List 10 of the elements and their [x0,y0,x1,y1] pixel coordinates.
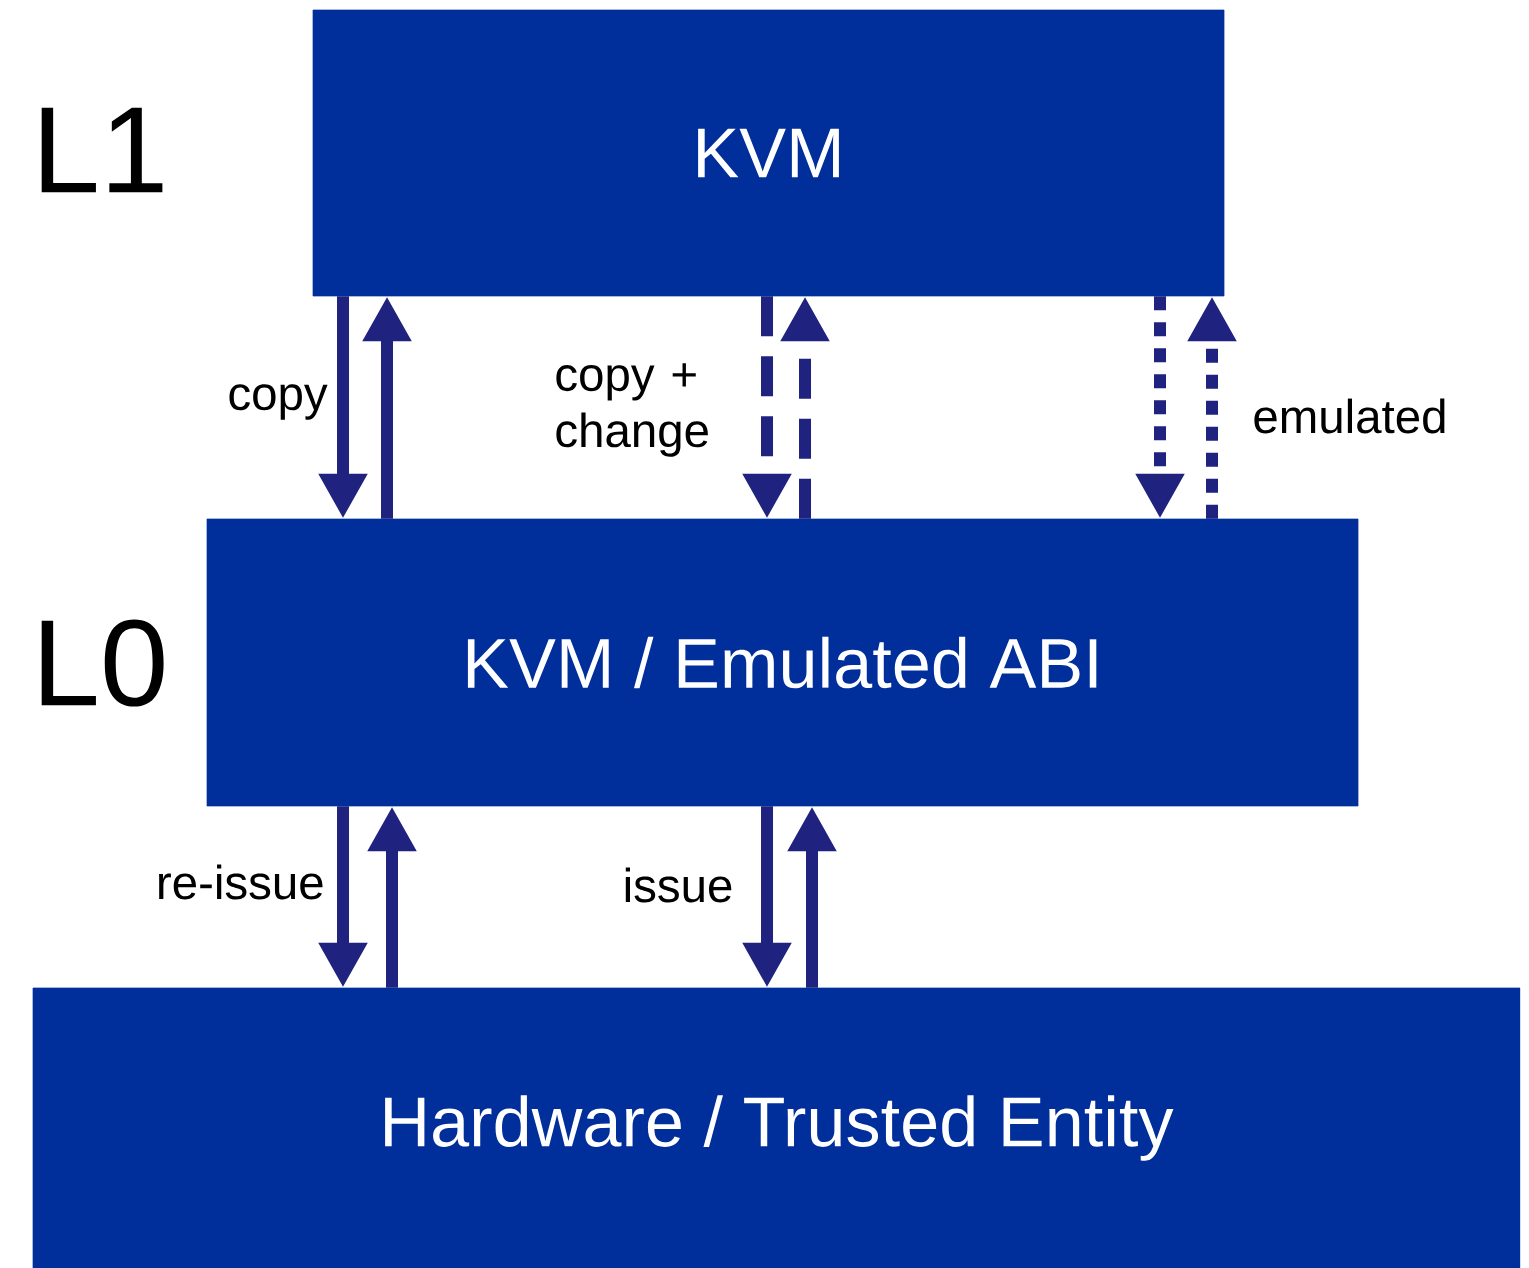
edge-label: issue [625,867,732,903]
edge-label: copy + change [556,363,708,457]
layer-box: Hardware / Trusted Entity [32,987,1521,1268]
edge-label: copy [229,384,328,420]
edge-label: re-issue [159,864,323,900]
layer-box: KVM [312,9,1225,297]
layer-box: KVM / Emulated ABI [206,518,1359,807]
layer-label: L0 [41,619,164,707]
edge-label: emulated [1254,398,1445,434]
layer-label: L1 [41,107,163,193]
